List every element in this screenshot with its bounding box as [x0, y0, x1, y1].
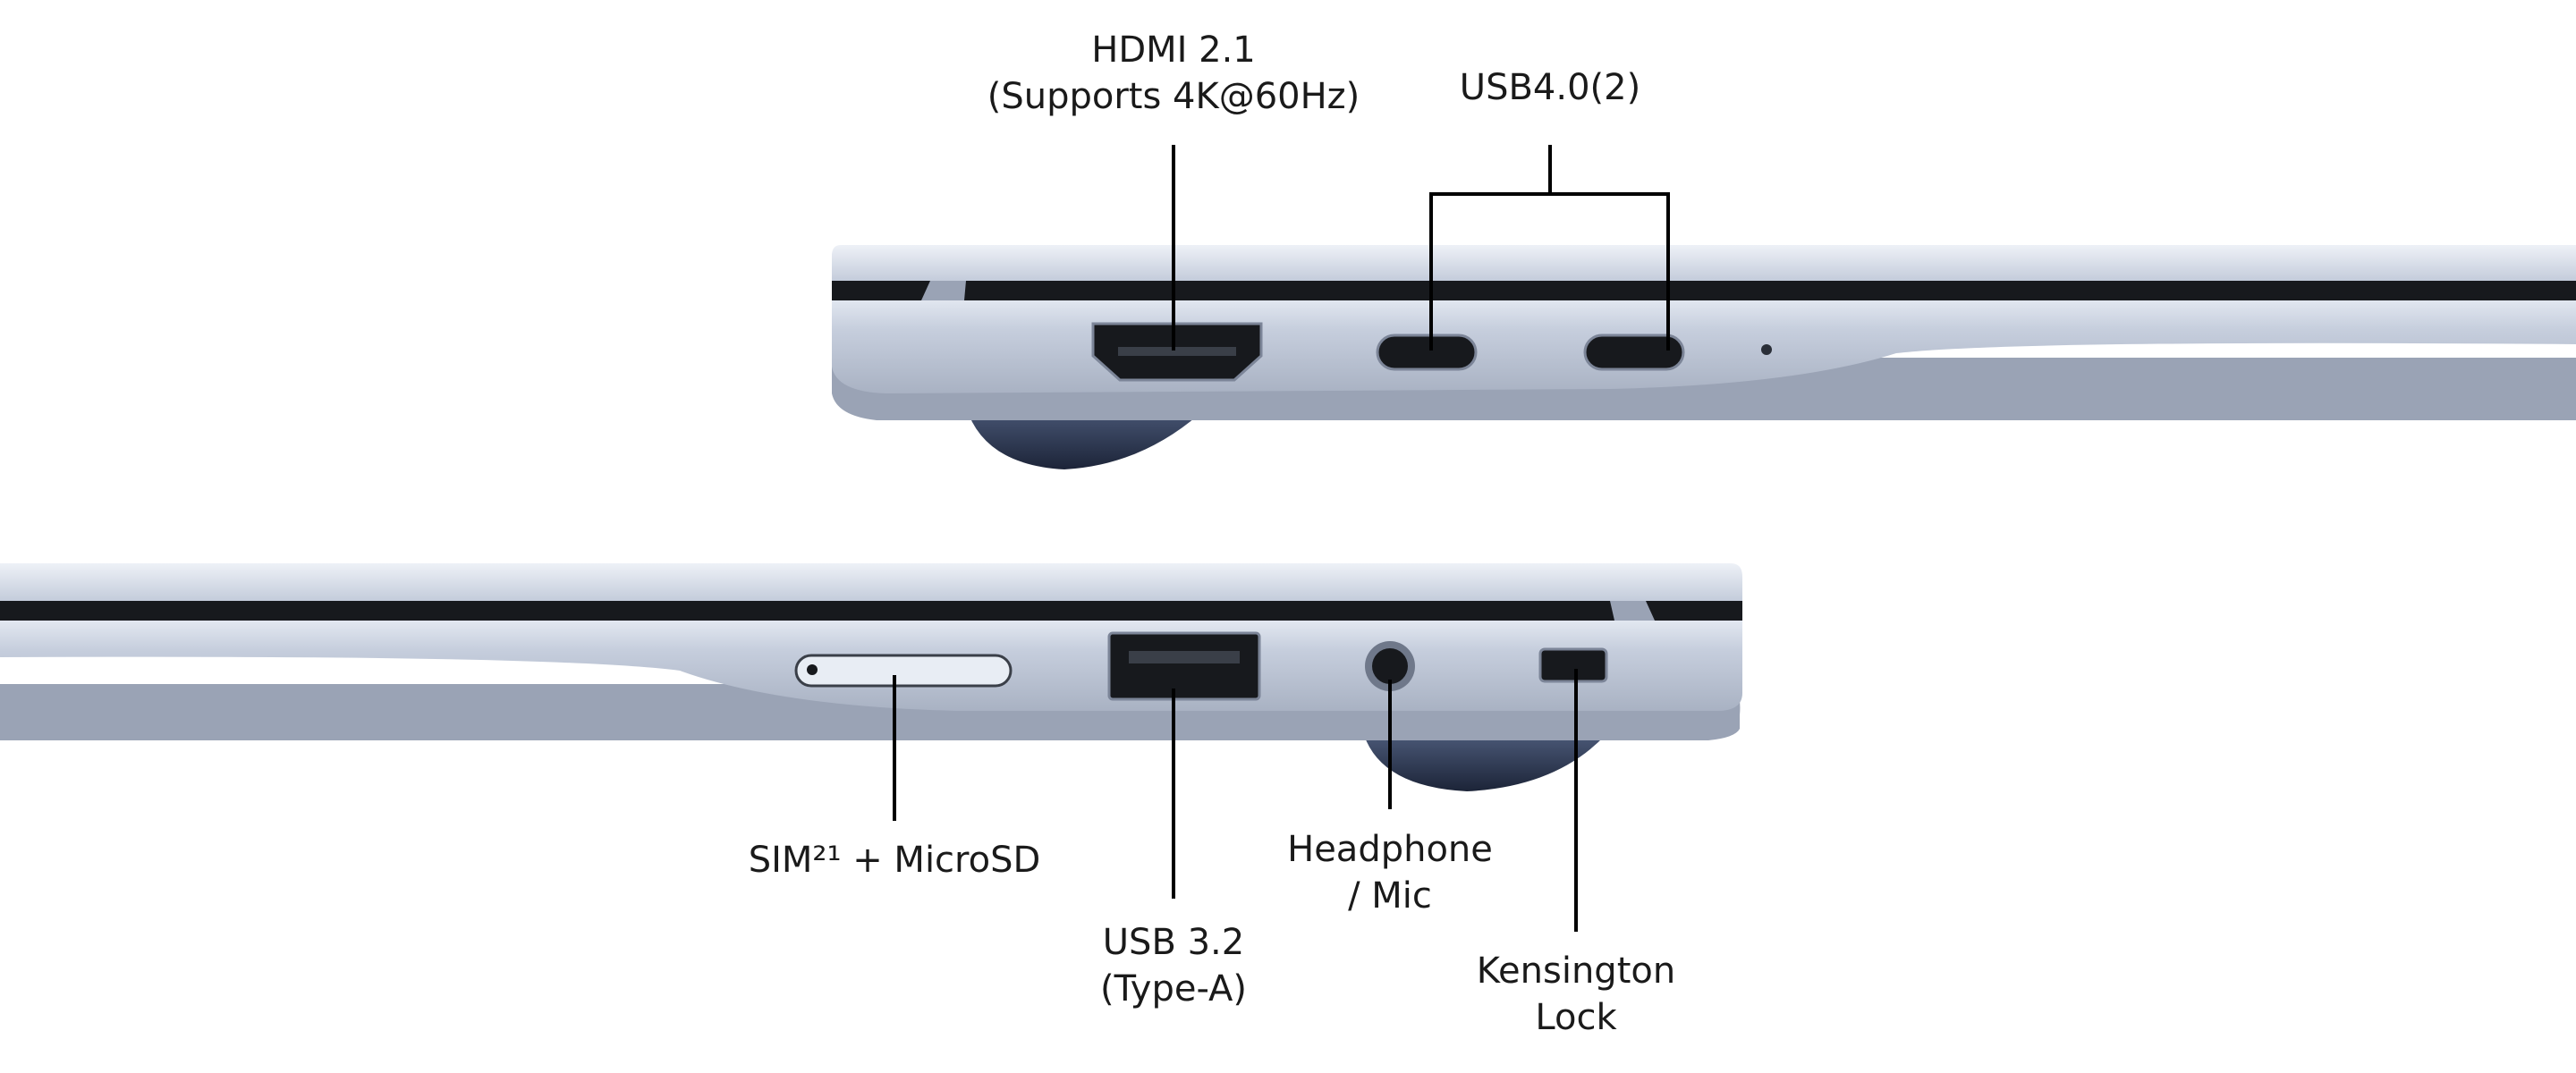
- bottom-seam-notch: [1610, 601, 1655, 621]
- top-base-body: [832, 295, 2576, 393]
- bottom-lid: [0, 563, 1742, 601]
- top-seam-notch: [921, 281, 966, 300]
- usb4-bracket: [1429, 192, 1670, 351]
- bottom-leader-lines: [893, 669, 1578, 932]
- bottom-seam: [0, 601, 1742, 621]
- usb-a-port: [1107, 631, 1261, 701]
- usb4-label: USB4.0(2): [1460, 64, 1640, 111]
- headphone-label-line2: / Mic: [1348, 875, 1432, 917]
- top-laptop-side: [832, 245, 2576, 469]
- hdmi-port-pins: [1118, 347, 1236, 356]
- top-leader-lines: [1172, 145, 1670, 351]
- hdmi-label-line1: HDMI 2.1: [1091, 30, 1256, 71]
- bottom-rubber-foot: [1364, 735, 1606, 791]
- headphone-label-line1: Headphone: [1287, 829, 1493, 870]
- kensington-label-line2: Lock: [1535, 997, 1617, 1038]
- headphone-jack-hole: [1372, 648, 1408, 684]
- hdmi-label: HDMI 2.1 (Supports 4K@60Hz): [987, 27, 1360, 120]
- top-seam: [832, 281, 2576, 300]
- hdmi-label-line2: (Supports 4K@60Hz): [987, 76, 1360, 117]
- usb4-label-line1: USB4.0(2): [1459, 67, 1641, 108]
- usb-c-port-2: [1583, 334, 1685, 371]
- usb32-label-line2: (Type-A): [1099, 968, 1248, 1010]
- top-lid: [832, 245, 2576, 281]
- kensington-label-line1: Kensington: [1476, 950, 1676, 992]
- headphone-label: Headphone / Mic: [1287, 826, 1493, 919]
- sim-eject-hole: [807, 664, 818, 675]
- kensington-label: Kensington Lock: [1477, 948, 1675, 1041]
- bottom-laptop-side: [0, 563, 1742, 791]
- top-rubber-foot: [966, 407, 1208, 469]
- usb32-label-line1: USB 3.2: [1102, 922, 1245, 963]
- kensington-slot: [1538, 647, 1608, 683]
- usb-a-port-tongue: [1129, 651, 1240, 663]
- usb32-label: USB 3.2 (Type-A): [1100, 919, 1247, 1012]
- sim-label-line1: SIM²¹ + MicroSD: [748, 840, 1041, 881]
- usb-c-port-1: [1376, 334, 1478, 371]
- sim-label: SIM²¹ + MicroSD: [749, 837, 1041, 883]
- status-led: [1761, 344, 1772, 355]
- sim-microsd-slot: [794, 654, 1013, 688]
